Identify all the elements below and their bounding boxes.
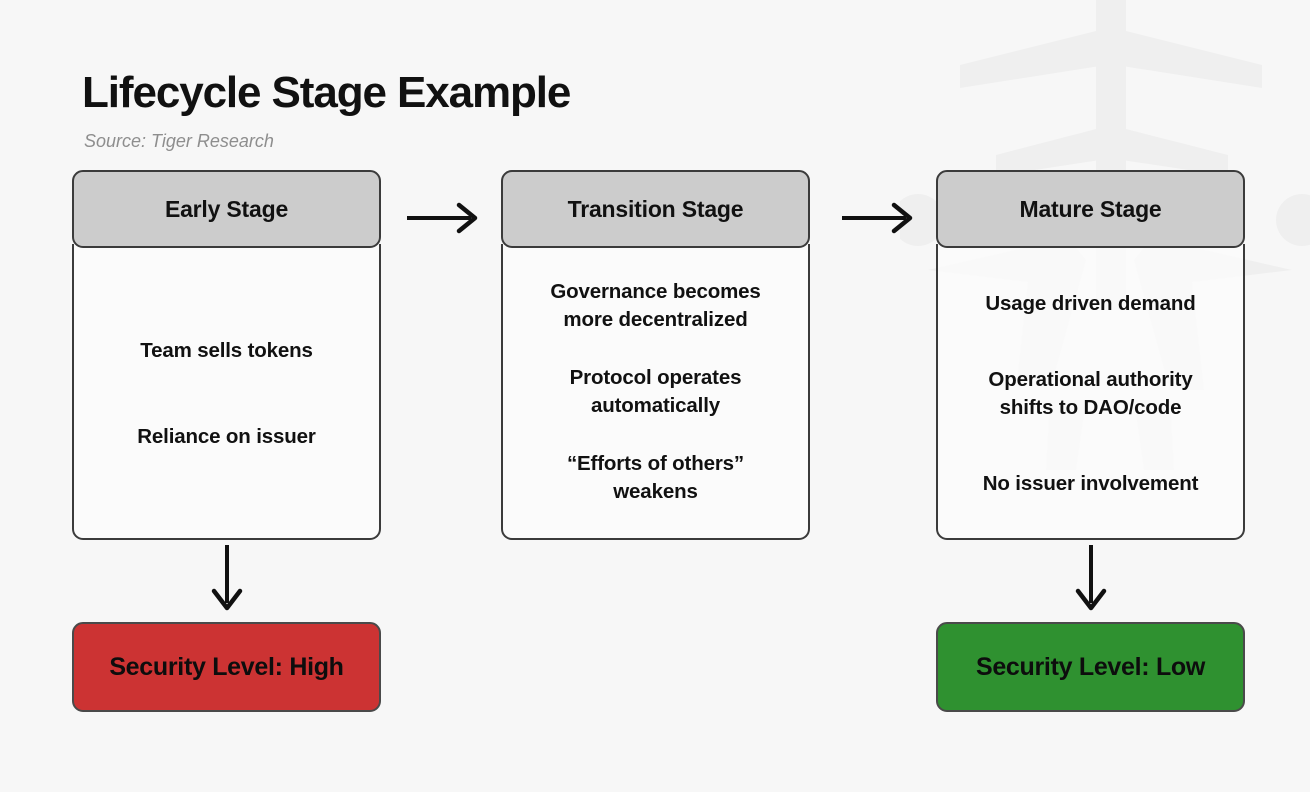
stage-title-early: Early Stage (164, 195, 289, 222)
stage-item: Team sells tokens (140, 338, 313, 362)
stage-title-transition: Transition Stage (567, 195, 744, 222)
security-level-low-box: Security Level: Low (936, 622, 1245, 712)
security-level-high-label: Security Level: High (109, 652, 344, 681)
security-level-high-box: Security Level: High (72, 622, 381, 712)
stage-item: No issuer involvement (982, 472, 1199, 496)
page-title: Lifecycle Stage Example (82, 68, 571, 117)
stage-item: Usage driven demand (985, 291, 1196, 315)
security-level-low-label: Security Level: Low (975, 652, 1206, 681)
stage-item: Reliance on issuer (137, 425, 316, 448)
stage-card-early: Early Stage Team sells tokens Reliance o… (72, 170, 381, 540)
stage-title-mature: Mature Stage (1019, 195, 1162, 222)
stage-header-early: Early Stage (72, 170, 381, 248)
source-caption: Source: Tiger Research (84, 131, 274, 151)
arrow-down-icon (211, 545, 243, 611)
stage-card-mature: Mature Stage Usage driven demand Operati… (936, 170, 1245, 540)
stage-item: “Efforts of others”weakens (566, 452, 745, 504)
stage-body-mature: Usage driven demand Operational authorit… (936, 244, 1245, 540)
arrow-right-icon (407, 202, 478, 234)
stage-body-early: Team sells tokens Reliance on issuer (72, 244, 381, 540)
stage-header-mature: Mature Stage (936, 170, 1245, 248)
arrow-right-icon (842, 202, 913, 234)
arrow-down-icon (1075, 545, 1107, 611)
stage-header-transition: Transition Stage (501, 170, 810, 248)
